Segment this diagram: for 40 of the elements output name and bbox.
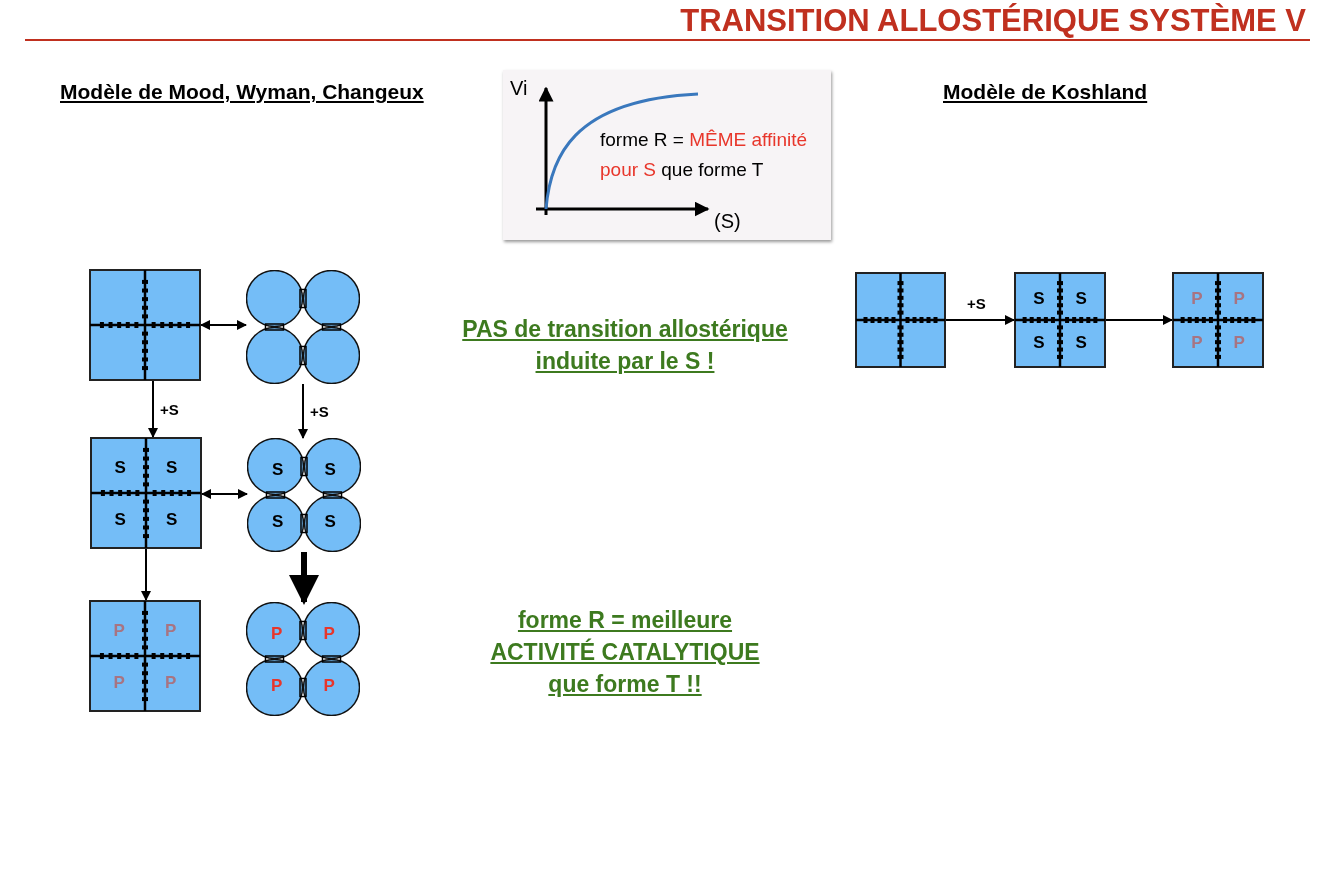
arrow xyxy=(289,552,319,605)
subunit-label: S xyxy=(1075,289,1087,307)
subunit-label: S xyxy=(1033,333,1045,351)
conclusion-note: forme R = meilleure ACTIVITÉ CATALYTIQUE que forme T !! xyxy=(489,606,761,699)
arrow xyxy=(298,383,308,439)
arrow xyxy=(148,380,158,438)
slide-title: TRANSITION ALLOSTÉRIQUE SYSTÈME V xyxy=(680,3,1306,39)
graph-note: forme R = MÊME affinité pour S que forme T xyxy=(600,128,809,182)
arrow xyxy=(945,315,1015,325)
axis-label: (S) xyxy=(714,209,741,234)
subunit-label: S xyxy=(114,458,126,476)
subunit-label: S xyxy=(1033,289,1045,307)
subunit-label: P xyxy=(1233,289,1245,307)
axis-label: Vi xyxy=(510,76,528,100)
subunit-label: P xyxy=(165,673,177,691)
subunit-label: S xyxy=(272,460,284,478)
subunit-label: S xyxy=(166,458,178,476)
arrow xyxy=(201,489,248,499)
subunit-label: S xyxy=(1075,333,1087,351)
subunit-label: S xyxy=(324,460,336,478)
subunit-label: P xyxy=(165,621,177,639)
section-heading: Modèle de Koshland xyxy=(943,80,1148,104)
subunit-label: P xyxy=(1191,333,1203,351)
conclusion-note: PAS de transition allostérique induite par le S ! xyxy=(461,315,789,376)
subunit-label: P xyxy=(271,624,283,642)
subunit-label: S xyxy=(166,510,178,528)
subunit-label: P xyxy=(1233,333,1245,351)
arrow xyxy=(141,548,151,601)
section-heading: Modèle de Mood, Wyman, Changeux xyxy=(60,80,424,104)
arrow xyxy=(1105,315,1173,325)
arrow xyxy=(200,320,247,330)
subunit-label: P xyxy=(271,676,283,694)
subunit-label: P xyxy=(323,676,335,694)
subunit-label: P xyxy=(113,673,125,691)
subunit-label: S xyxy=(324,512,336,530)
subunit-label: S xyxy=(272,512,284,530)
subunit-label: P xyxy=(113,621,125,639)
subunit-label: S xyxy=(114,510,126,528)
subunit-label: P xyxy=(323,624,335,642)
subunit-label: P xyxy=(1191,289,1203,307)
